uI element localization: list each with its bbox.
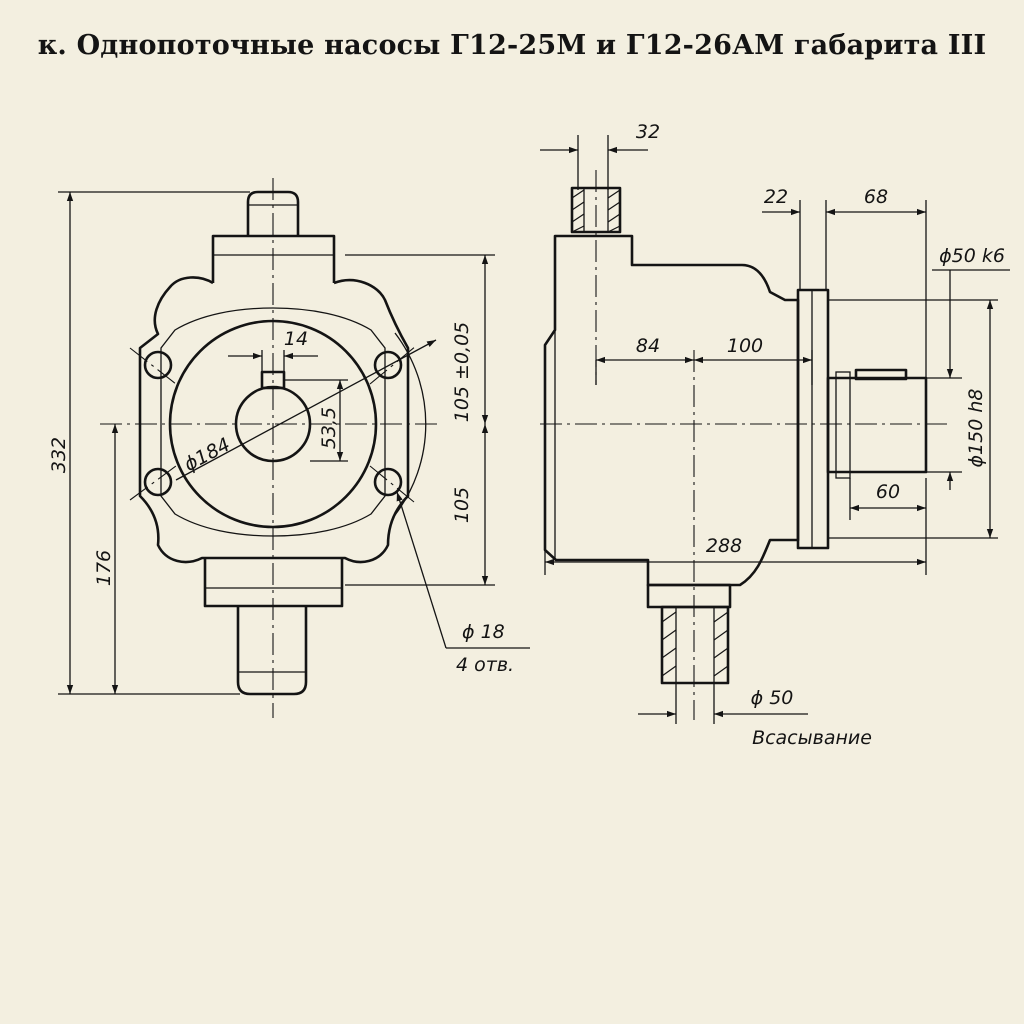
suction-label: Всасывание [752, 727, 872, 749]
bolt-hole [143, 467, 173, 497]
dim-to-center: 84 [636, 335, 660, 357]
dim-key-width: 14 [284, 328, 308, 350]
dim-shaft-length: 68 [864, 186, 888, 208]
dim-pilot-diameter: ϕ150 h8 [965, 389, 987, 468]
side-flange [796, 288, 830, 550]
dim-bolt-circle: ϕ184 [180, 434, 233, 476]
dim-half-pitch-lower: 105 [451, 487, 473, 523]
front-top-block [211, 234, 336, 283]
dim-key-depth: 53,5 [318, 407, 340, 449]
page-title: к. Однопоточные насосы Г12-25М и Г12-26А… [37, 30, 987, 61]
bolt-hole [373, 467, 403, 497]
dim-suction-diameter: ϕ 50 [751, 687, 794, 709]
dim-half-pitch-upper: 105 ±0,05 [451, 322, 473, 423]
dim-hole-count: 4 отв. [456, 654, 514, 676]
dim-overall-length: 288 [706, 535, 742, 557]
bolt-hole [373, 350, 403, 380]
dim-port-width: 32 [636, 121, 660, 143]
dim-shaft-diameter: ϕ50 k6 [939, 245, 1005, 267]
side-view: 32 22 68 ϕ50 k6 ϕ150 h8 [540, 121, 1010, 749]
front-flange-contour [160, 307, 386, 537]
front-bottom-port [236, 606, 308, 696]
side-shaft [826, 376, 928, 474]
front-view: 332 176 14 53,5 ϕ184 105 ±0,05 10 [48, 178, 530, 718]
dim-overall-height: 332 [48, 437, 70, 473]
side-body-outline [543, 234, 800, 587]
bolt-hole [143, 350, 173, 380]
dim-key-length: 60 [876, 481, 900, 503]
dim-axis-height: 176 [93, 550, 115, 586]
side-bottom-block [646, 583, 732, 609]
side-key [854, 368, 908, 381]
dim-flange-thickness: 22 [764, 186, 788, 208]
dim-hole-diameter: ϕ 18 [462, 621, 505, 643]
dim-center-to-flange: 100 [727, 335, 763, 357]
